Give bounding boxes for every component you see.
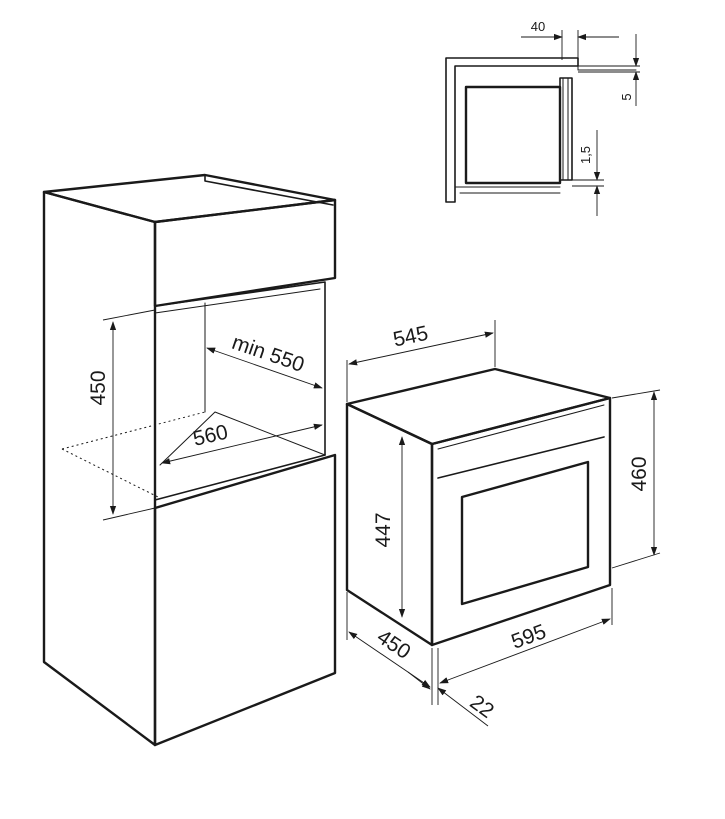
- section-oven-front: [559, 77, 573, 181]
- dim-1-5-label: 1,5: [578, 146, 593, 164]
- section-detail: 40 5 1,5: [445, 19, 640, 216]
- dim-cab-min-550-label: min 550: [229, 331, 307, 377]
- cabinet-dotted-extension: [61, 411, 206, 499]
- cabinet-upper-box: [153, 198, 337, 308]
- dim-oven-595-label: 595: [508, 620, 549, 654]
- section-oven-body: [464, 85, 562, 185]
- cabinet-left-side: [42, 190, 157, 747]
- dim-oven-545-label: 545: [391, 322, 430, 352]
- oven-front-panel: [430, 396, 612, 647]
- cabinet-top: [42, 173, 337, 224]
- dim-oven-22-label: 22: [466, 691, 498, 723]
- dim-cab-450-label: 450: [87, 370, 110, 405]
- section-floor: [454, 186, 561, 194]
- cabinet-lower-box: [153, 453, 337, 747]
- oven-control-strip: [437, 436, 605, 479]
- dim-40-label: 40: [531, 19, 545, 34]
- dim-oven-460-label: 460: [628, 456, 651, 491]
- cabinet: 450 min 550 560: [42, 173, 337, 747]
- cabinet-shelf: [159, 411, 326, 466]
- dim-oven-447-label: 447: [372, 512, 395, 547]
- dim-cab-560-label: 560: [191, 421, 230, 451]
- oven-door-window: [460, 460, 590, 606]
- section-top-rail: [454, 65, 637, 71]
- dim-5-label: 5: [619, 93, 634, 100]
- oven: 545 460 447 450 595 22: [345, 320, 661, 727]
